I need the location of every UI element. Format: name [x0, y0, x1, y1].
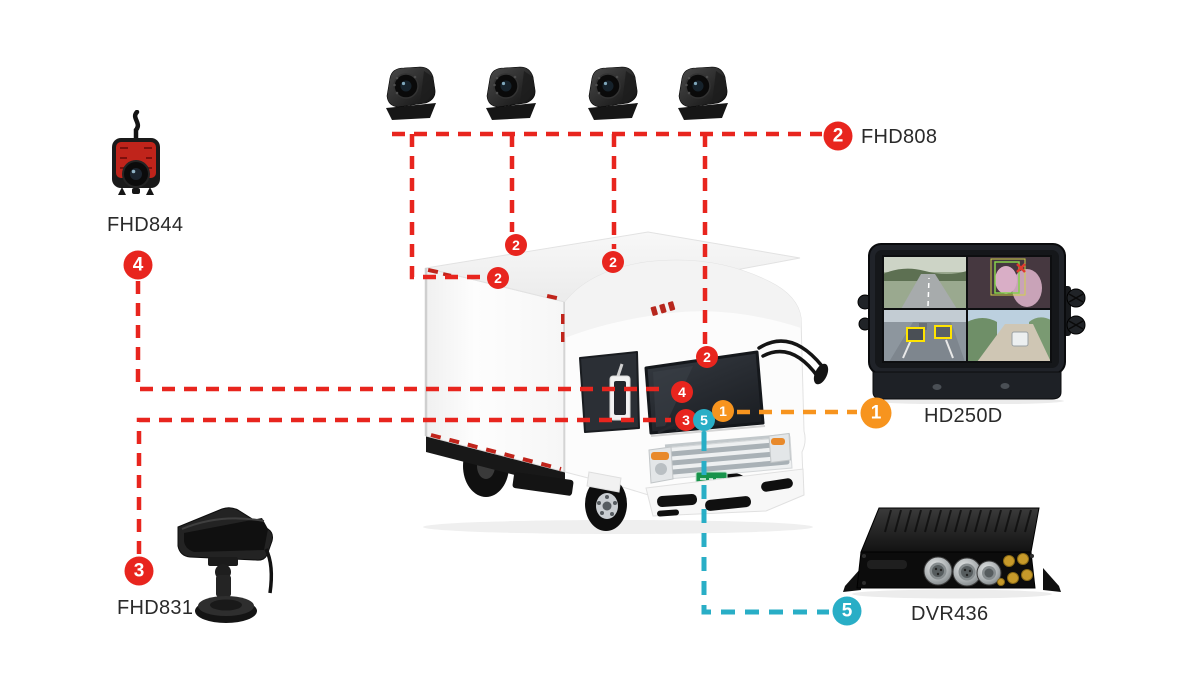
- dash-camera-icon: [112, 110, 160, 195]
- fhd844-label: FHD844: [107, 214, 184, 236]
- monitor-icon: [857, 243, 1086, 404]
- fhd831-label: FHD831: [117, 597, 194, 619]
- marker-camera-windshield: 2: [696, 346, 718, 368]
- fhd844-badge: 4: [123, 250, 153, 280]
- pedestal-camera-icon: [177, 507, 274, 623]
- marker-dvr: 5: [693, 409, 715, 431]
- truck-illustration: [423, 231, 829, 534]
- hd250d-badge: 1: [860, 397, 892, 429]
- antenna-connectors: [997, 553, 1033, 586]
- marker-camera-top-rail: 2: [487, 267, 509, 289]
- dvr436-label: DVR436: [911, 603, 989, 625]
- marker-dashcam: 4: [671, 381, 693, 403]
- side-camera-icon-1: [385, 66, 437, 121]
- side-camera-icon-3: [587, 66, 639, 121]
- marker-monitor: 1: [712, 400, 734, 422]
- marker-camera-roof-left: 2: [505, 234, 527, 256]
- side-camera-icon-2: [485, 66, 537, 121]
- marker-camera-roof-right: 2: [602, 251, 624, 273]
- hd250d-label: HD250D: [924, 405, 1003, 427]
- fhd831-badge: 3: [124, 556, 154, 586]
- monitor-screen-quad-view: [882, 255, 1052, 363]
- fhd808-label: FHD808: [861, 126, 938, 148]
- dvr-icon: [843, 507, 1061, 599]
- dvr436-badge: 5: [832, 596, 862, 626]
- side-camera-icon-4: [677, 66, 729, 121]
- fhd808-badge: 2: [823, 121, 853, 151]
- right-mirror: [813, 363, 829, 385]
- marker-interior-camera: 3: [675, 409, 697, 431]
- aviation-connectors: [923, 556, 1002, 587]
- right-headlight: [768, 432, 792, 464]
